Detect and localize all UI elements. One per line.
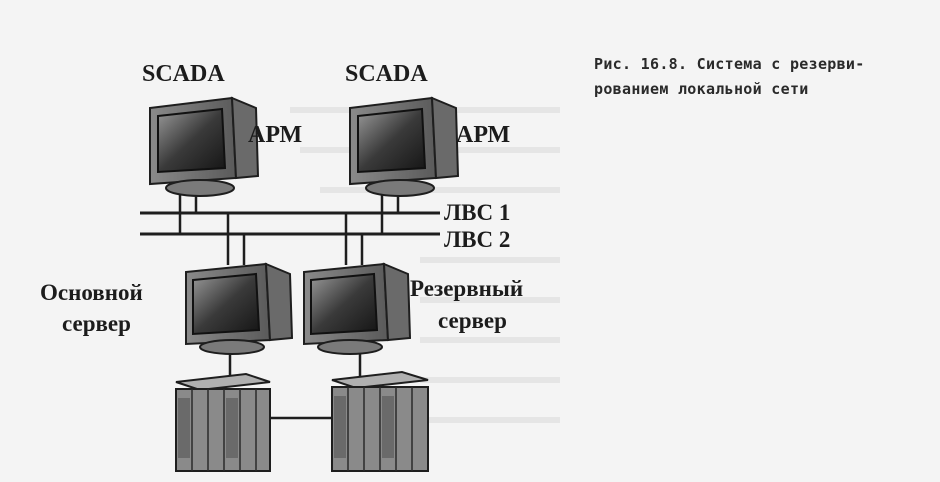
server-backup-label-line2: сервер	[438, 308, 507, 333]
workstation-1-title: SCADA	[142, 61, 225, 87]
rack-icon	[331, 370, 429, 472]
server-main-label-line2: сервер	[62, 311, 131, 336]
monitor-icon	[349, 96, 460, 197]
caption-line-1: Рис. 16.8. Система с резерви-	[594, 55, 865, 73]
controller-cabinet-2	[331, 370, 429, 472]
lan-2-label: ЛВС 2	[444, 227, 510, 252]
monitor-icon	[185, 262, 294, 355]
server-backup	[303, 262, 412, 355]
server-drops	[226, 213, 364, 265]
monitor-icon	[303, 262, 412, 355]
server-main	[185, 262, 294, 355]
server-main-label-line1: Основной	[40, 280, 143, 305]
controller-cabinet-1	[175, 372, 271, 472]
workstation-2-title: SCADA	[345, 61, 428, 87]
lan-bus-lines	[140, 211, 440, 236]
lan-1-label: ЛВС 1	[444, 200, 510, 225]
monitor-icon	[149, 96, 260, 197]
workstation-1	[149, 96, 260, 197]
server-backup-label-line1: Резервный	[410, 276, 523, 301]
background-texture	[290, 107, 560, 423]
figure-caption: Рис. 16.8. Система с резерви- рованием л…	[594, 52, 934, 102]
caption-line-2: рованием локальной сети	[594, 80, 809, 98]
rack-icon	[175, 372, 271, 472]
workstation-2	[349, 96, 460, 197]
workstation-1-role: АРМ	[248, 122, 302, 148]
workstation-2-role: АРМ	[456, 122, 510, 148]
